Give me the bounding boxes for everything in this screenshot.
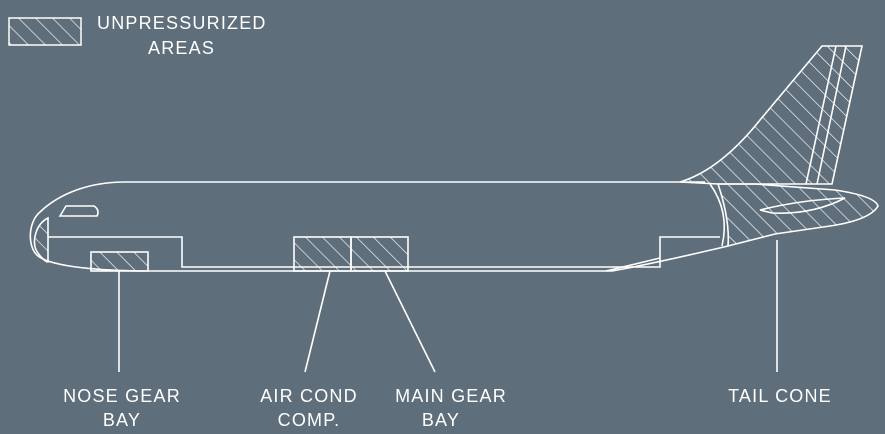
nose-gear-bay	[90, 251, 149, 272]
air-cond-label-line1: AIR COND	[260, 386, 358, 406]
vertical-stabilizer	[679, 45, 863, 185]
legend-label-line1: UNPRESSURIZED	[97, 13, 267, 33]
main-gear-label-line2: BAY	[422, 410, 460, 430]
fin-spar-line	[816, 45, 847, 185]
tail-cone-label: TAIL CONE	[728, 386, 832, 406]
horizontal-stabilizer	[759, 197, 846, 215]
callout-labels: NOSE GEAR BAY AIR COND COMP. MAIN GEAR B…	[63, 386, 832, 430]
vertical-stabilizer-outline	[679, 45, 863, 185]
air-cond-label-line2: COMP.	[278, 410, 341, 430]
air-cond-compartment	[293, 236, 352, 272]
nose-cap	[33, 216, 49, 263]
cockpit-window	[58, 205, 99, 217]
legend: UNPRESSURIZED AREAS	[8, 13, 267, 58]
nose-gear-label-line1: NOSE GEAR	[63, 386, 181, 406]
main-gear-bay	[350, 236, 409, 272]
fin-spar-line-2	[805, 45, 837, 185]
legend-label-line2: AREAS	[148, 38, 215, 58]
main-gear-label-line1: MAIN GEAR	[395, 386, 507, 406]
fuselage-step-line	[605, 257, 661, 272]
main-gear-leader	[384, 270, 436, 373]
tail-cone-outline	[716, 183, 879, 248]
legend-swatch	[8, 17, 82, 46]
tail-pressure-bulkhead	[709, 183, 726, 247]
cabin-floor-line	[48, 236, 720, 268]
air-cond-leader	[304, 270, 331, 373]
tail-cone	[716, 183, 879, 248]
fuselage	[29, 181, 729, 272]
leader-lines	[118, 240, 778, 373]
nose-gear-label-line2: BAY	[103, 410, 141, 430]
